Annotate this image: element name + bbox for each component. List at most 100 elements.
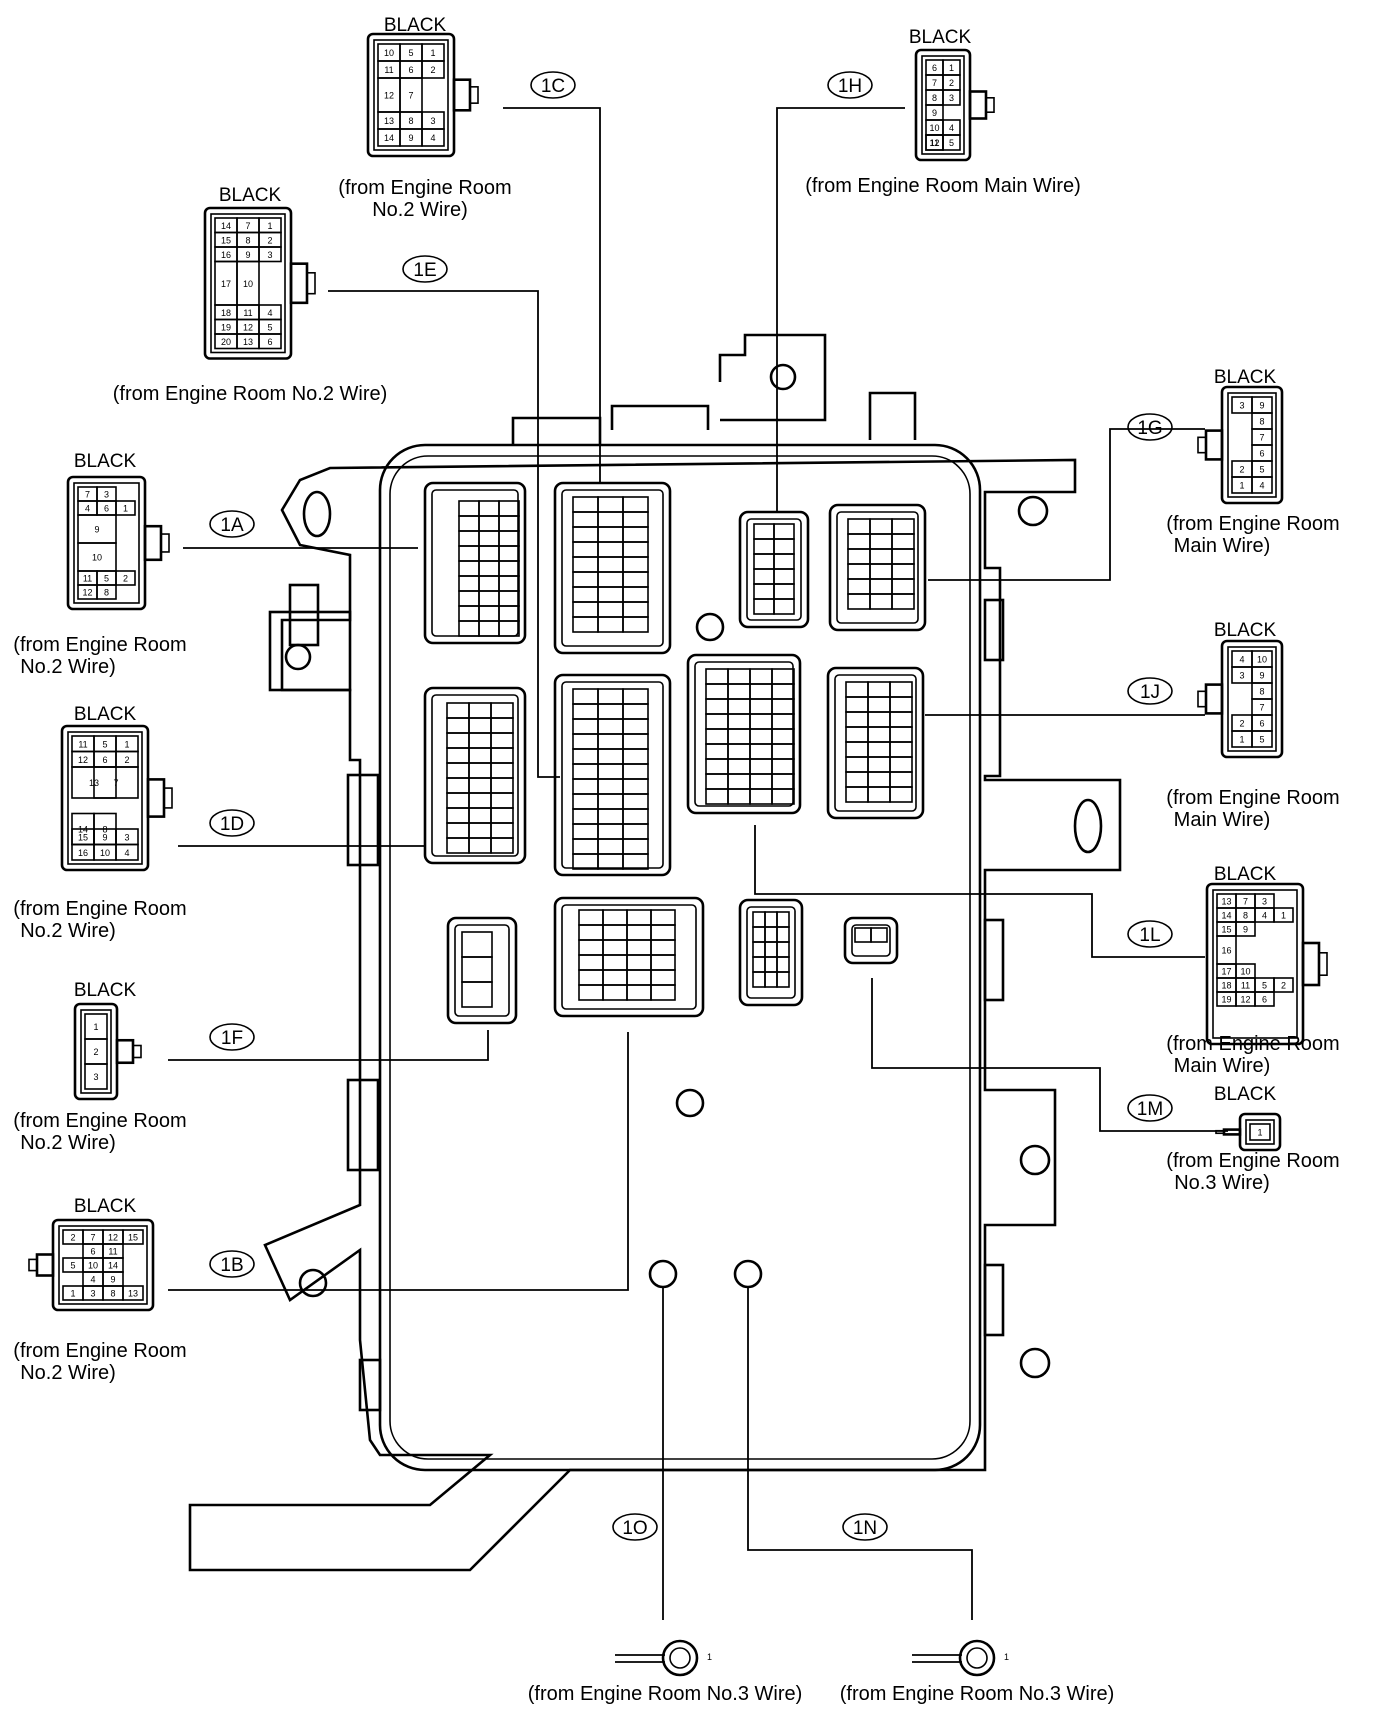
pin-1D-10: 10 [100,848,110,858]
connector-id-1M: 1M [1127,1094,1173,1122]
source-1M-line1: (from Engine Room [1166,1150,1339,1172]
pin-1A-8: 8 [104,588,109,598]
pin-1B-12: 12 [108,1233,118,1243]
socket-1A [423,481,527,645]
pin-1D-9: 9 [102,832,107,842]
socket-1E [553,673,672,877]
ring-pin-1N: 1 [1004,1652,1009,1662]
source-1J-line2: Main Wire) [1174,809,1271,831]
pin-1J-9: 9 [1259,671,1264,681]
pin-1L-18: 18 [1221,981,1231,991]
pin-1J-7: 7 [1259,703,1264,713]
pin-1C-6: 6 [408,65,413,75]
pin-1E-16: 16 [221,250,231,260]
color-label-1E: BLACK [219,185,282,206]
pin-1L-10: 10 [1240,967,1250,977]
pin-1H-2: 2 [949,78,954,88]
source-1F-line2: No.2 Wire) [20,1132,116,1154]
pin-1A-6: 6 [104,504,109,514]
pin-1F-1: 1 [93,1022,98,1032]
pin-1E-12: 12 [243,322,253,332]
pin-1H-4: 4 [949,123,954,133]
pin-1B-4: 4 [90,1275,95,1285]
source-1F-line1: (from Engine Room [13,1110,186,1132]
pin-1A-5: 5 [104,574,109,584]
pin-1G-9: 9 [1259,401,1264,411]
pin-1L-13: 13 [1221,897,1231,907]
color-labels: BLACK BLACK BLACK BLACK BLACK BLACK BLAC… [74,15,1277,1217]
pin-1H-1: 1 [949,63,954,73]
pin-1E-10: 10 [243,279,253,289]
pin-1B-9: 9 [110,1275,115,1285]
pin-1J-3: 3 [1239,671,1244,681]
color-label-1J: BLACK [1214,620,1277,641]
socket-1M [843,916,899,965]
source-1D-line1: (from Engine Room [13,898,186,920]
socket-blank [738,898,804,1007]
junction-block-sockets [423,481,927,1025]
pin-1G-1: 1 [1239,481,1244,491]
color-label-1A: BLACK [74,451,137,472]
pin-1A-11: 11 [83,574,92,584]
source-1N: (from Engine Room No.3 Wire) [840,1683,1115,1705]
pin-1C-2: 2 [430,65,435,75]
pin-1G-4: 4 [1259,481,1264,491]
pin-1H-3: 3 [949,93,954,103]
pin-1E-6: 6 [267,337,272,347]
pin-1A-2: 2 [123,574,128,584]
socket-1G [828,503,927,632]
pin-1C-5: 5 [408,48,413,58]
pin-1D-2: 2 [124,755,129,765]
pin-1D-16: 16 [78,848,88,858]
source-1B-line1: (from Engine Room [13,1340,186,1362]
pin-1L-11: 11 [1241,981,1250,991]
pin-1B-1: 1 [70,1289,75,1299]
pin-1F-2: 2 [93,1047,98,1057]
pin-1A-9: 9 [94,525,99,535]
leader-1H [776,107,905,512]
pin-1C-9: 9 [408,133,413,143]
pin-1L-14: 14 [1221,911,1231,921]
pin-1J-1: 1 [1239,735,1244,745]
leader-lines [168,107,1228,1620]
pin-1D-1: 1 [124,739,129,749]
pin-1L-6: 6 [1262,995,1267,1005]
pin-1E-15: 15 [221,235,231,245]
pin-1E-3: 3 [267,250,272,260]
pin-1L-1: 1 [1281,911,1286,921]
socket-1F [446,916,518,1025]
source-1A-line1: (from Engine Room [13,634,186,656]
leader-1E [328,290,560,778]
pin-1L-4: 4 [1262,911,1267,921]
socket-1C [553,481,672,655]
pin-1A-3: 3 [104,490,109,500]
pin-1L-16: 16 [1221,946,1231,956]
socket-1D [423,686,527,865]
junction-block-housing [188,333,1122,1572]
source-1J-line1: (from Engine Room [1166,787,1339,809]
ring-terminal-1N: 1 [912,1639,1009,1677]
source-1M-line2: No.3 Wire) [1174,1172,1270,1194]
pin-1C-1: 1 [430,48,435,58]
source-1H: (from Engine Room Main Wire) [805,175,1081,197]
pin-1H-10: 10 [929,123,939,133]
connector-id-1F: 1F [209,1023,255,1051]
leader-1F [168,1030,489,1061]
pin-1G-7: 7 [1259,433,1264,443]
pin-1G-5: 5 [1259,465,1264,475]
pin-1J-8: 8 [1259,687,1264,697]
color-label-1H: BLACK [909,27,972,48]
svg-text:1L: 1L [1139,925,1160,946]
socket-1J [826,666,925,820]
color-label-1F: BLACK [74,980,137,1001]
pin-1B-3: 3 [90,1289,95,1299]
pin-1D-7: 7 [113,778,118,788]
pin-1C-7: 7 [408,91,413,101]
pin-1G-3: 3 [1239,401,1244,411]
socket-1B [553,896,705,1018]
